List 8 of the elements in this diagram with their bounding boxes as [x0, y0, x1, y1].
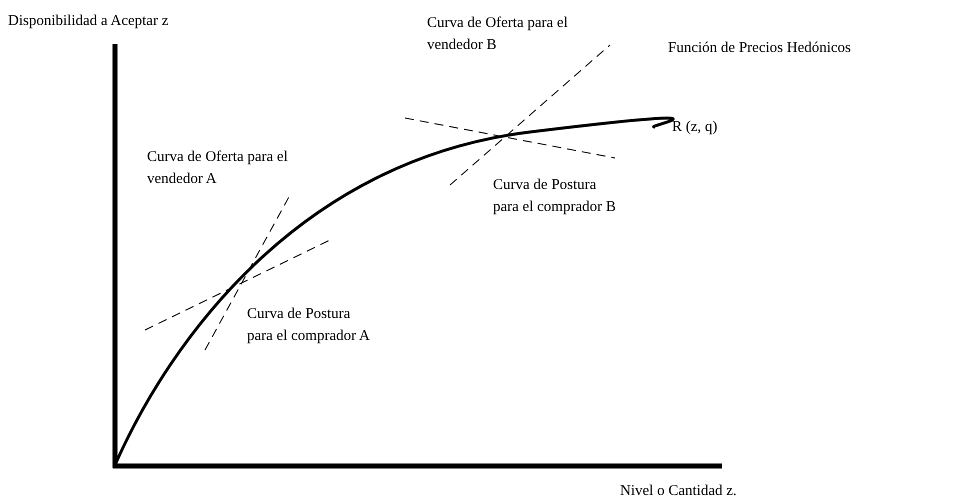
- curve-label: Curva de Oferta para el vendedor B: [427, 14, 569, 55]
- axis-label: Nivel o Cantidad z.: [620, 482, 737, 501]
- axis-label: Disponibilidad a Aceptar z: [8, 12, 168, 31]
- curve-label: Curva de Postura para el comprador A: [247, 305, 371, 346]
- curve-label: Curva de Oferta para el vendedor A: [147, 148, 289, 189]
- curve-label: R (z, q): [672, 118, 718, 137]
- curve-label: Función de Precios Hedónicos: [668, 39, 851, 58]
- curve-label: Curva de Postura para el comprador B: [493, 176, 617, 217]
